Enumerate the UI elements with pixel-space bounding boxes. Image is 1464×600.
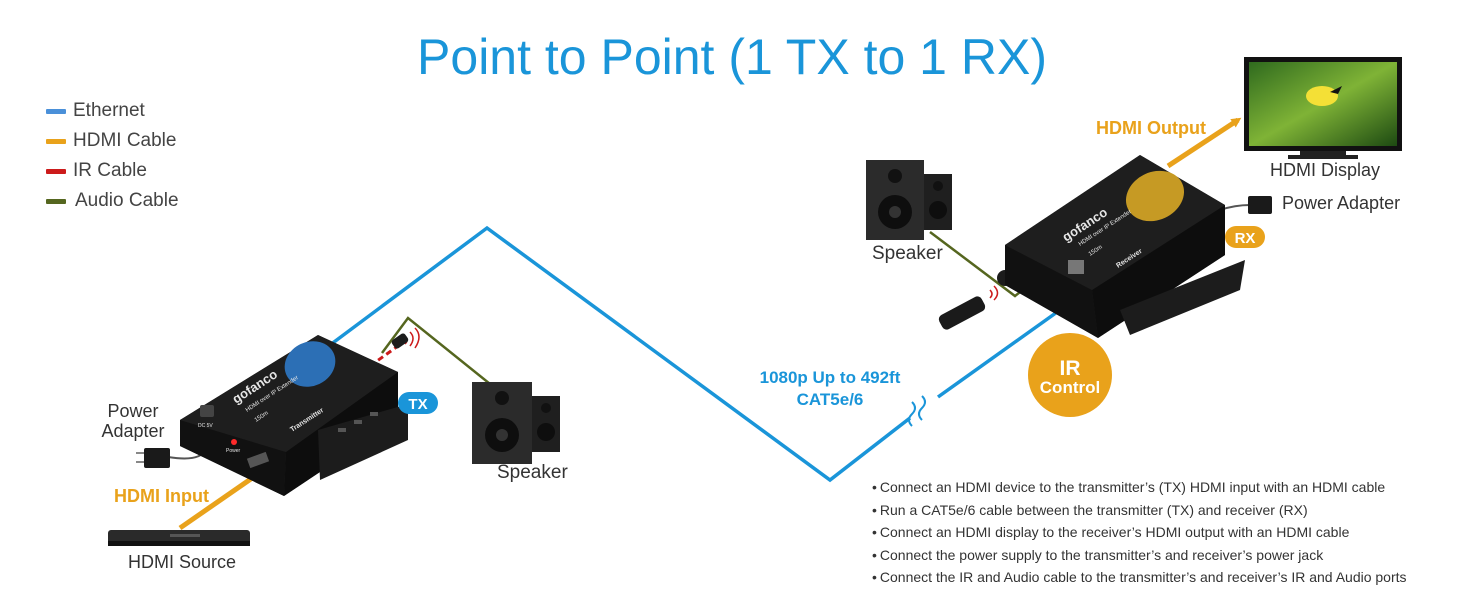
legend: Ethernet HDMI Cable IR Cable Audio Cable <box>46 96 179 216</box>
legend-item-audio: Audio Cable <box>46 186 179 216</box>
power-adapter-tx-icon <box>144 448 170 468</box>
audio-cable-tx <box>380 316 501 393</box>
speaker-tx-pair <box>472 382 560 464</box>
hdmi-display-label: HDMI Display <box>1270 160 1381 180</box>
instruction-item: Connect the power supply to the transmit… <box>872 544 1407 567</box>
power-adapter-rx-icon <box>1248 196 1272 214</box>
setup-instructions: Connect an HDMI device to the transmitte… <box>872 476 1407 589</box>
cable-break-icon <box>908 395 926 427</box>
receiver-device <box>1005 155 1245 338</box>
legend-label: Ethernet <box>73 100 145 121</box>
legend-item-hdmi: HDMI Cable <box>46 126 179 156</box>
ir-emitter-tx <box>391 333 409 349</box>
svg-text:RX: RX <box>1235 230 1256 247</box>
transmitter-dc-port <box>200 405 214 417</box>
power-adapter-tx-label: Power Adapter <box>101 401 165 441</box>
transmitter-hdmi-port <box>246 451 270 469</box>
legend-swatch-hdmi <box>46 138 66 144</box>
svg-text:Control: Control <box>1040 378 1100 397</box>
speaker-rx-pair <box>866 160 952 240</box>
power-adapter-rx-label: Power Adapter <box>1282 193 1401 213</box>
legend-item-ir: IR Cable <box>46 156 179 186</box>
ir-remote <box>938 296 986 330</box>
svg-text:TX: TX <box>408 396 427 413</box>
ir-control-badge: IR Control <box>1028 333 1112 417</box>
page-title: Point to Point (1 TX to 1 RX) <box>417 29 1047 85</box>
cable-spec-label: 1080p Up to 492ft CAT5e/6 <box>740 367 920 411</box>
instruction-item: Connect an HDMI device to the transmitte… <box>872 476 1407 499</box>
hdmi-source-player <box>108 530 250 546</box>
cable-length-label: 1080p Up to 492ft <box>759 368 901 387</box>
legend-label: HDMI Cable <box>73 130 177 151</box>
hdmi-source-label: HDMI Source <box>128 552 237 572</box>
cable-type-label: CAT5e/6 <box>796 390 864 409</box>
ethernet-cable <box>328 225 912 483</box>
hdmi-input-label: HDMI Input <box>114 486 209 506</box>
legend-swatch-ethernet <box>46 108 66 114</box>
rx-badge: RX <box>1225 226 1265 248</box>
transmitter-device <box>180 335 408 496</box>
instruction-item: Connect an HDMI display to the receiver’… <box>872 521 1407 544</box>
legend-swatch-ir <box>46 168 66 174</box>
transmitter-dc-port-label: DC 5V <box>198 423 213 429</box>
hdmi-cable-output <box>1166 117 1242 169</box>
legend-label: Audio Cable <box>75 190 179 211</box>
legend-item-ethernet: Ethernet <box>46 96 179 126</box>
transmitter-power-led <box>231 439 237 445</box>
hdmi-cable-input <box>178 471 262 531</box>
hdmi-output-label: HDMI Output <box>1096 118 1206 138</box>
tx-badge: TX <box>398 392 438 414</box>
speaker-tx-label: Speaker <box>497 462 568 483</box>
instruction-item: Connect the IR and Audio cable to the tr… <box>872 566 1407 589</box>
ir-signal-icon <box>989 285 999 301</box>
legend-swatch-audio <box>46 198 66 204</box>
hdmi-display-tv <box>1244 57 1402 159</box>
receiver-rj45-port <box>1068 260 1084 274</box>
transmitter-power-label: Power <box>226 448 241 454</box>
svg-text:IR: IR <box>1060 357 1081 380</box>
legend-label: IR Cable <box>73 160 147 181</box>
speaker-rx-label: Speaker <box>872 243 943 264</box>
instruction-item: Run a CAT5e/6 cable between the transmit… <box>872 499 1407 522</box>
